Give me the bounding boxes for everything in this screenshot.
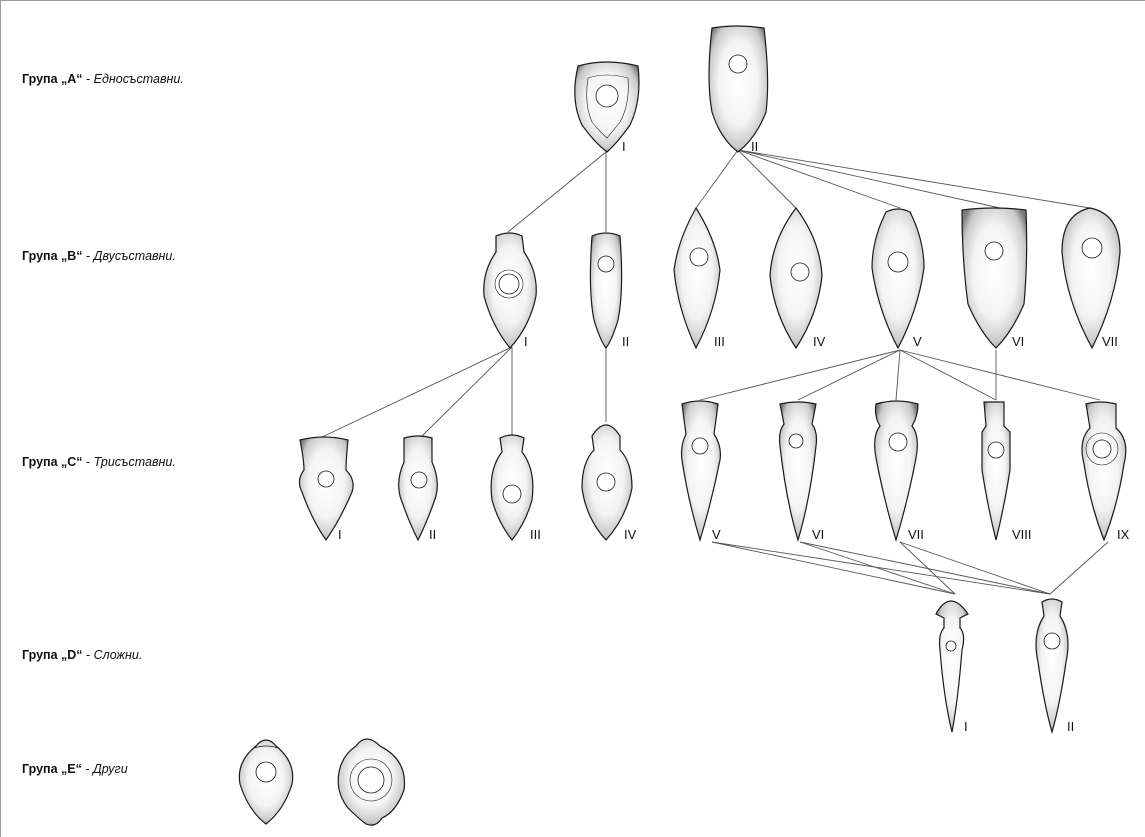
artifact-b-vi (962, 208, 1027, 348)
connector-line (896, 350, 900, 400)
type-label-c-vi: VI (812, 527, 824, 542)
artifact-c-viii (982, 402, 1010, 540)
artifact-c-iv (582, 425, 632, 540)
artifact-c-i (299, 437, 353, 540)
artifact-c-ii (399, 436, 438, 540)
connector-line (738, 150, 1090, 208)
artifact-c-iii (491, 435, 533, 540)
type-label-c-ii: II (429, 527, 436, 542)
type-label-a-i: I (622, 139, 626, 154)
connector-line (900, 542, 955, 594)
connector-line (700, 350, 900, 400)
connector-line (738, 150, 900, 208)
connector-line (800, 542, 1050, 594)
artifact-d-ii (1036, 599, 1068, 732)
type-label-a-ii: II (751, 139, 758, 154)
artifact-a-i (575, 62, 639, 152)
connector-line (900, 350, 1100, 400)
type-label-d-ii: II (1067, 719, 1074, 734)
type-label-c-iii: III (530, 527, 541, 542)
connector-line (798, 350, 900, 400)
connector-line (320, 347, 512, 438)
artifact-c-vii (875, 401, 918, 540)
artifact-b-v (872, 209, 924, 348)
artifact-a-ii (709, 26, 768, 152)
artifact-d-i (936, 601, 968, 732)
connector-line (712, 542, 955, 594)
artifact-e-1 (239, 740, 292, 824)
type-label-c-ix: IX (1117, 527, 1130, 542)
connector-line (900, 542, 1050, 594)
artifact-b-iv (770, 208, 822, 348)
type-label-d-i: I (964, 719, 968, 734)
type-label-b-i: I (524, 334, 528, 349)
connector-line (712, 542, 1050, 594)
connector-line (800, 542, 955, 594)
artifact-b-iii (674, 208, 720, 348)
connector-line (508, 152, 606, 232)
artifact-c-v (682, 401, 721, 540)
artifact-b-ii (590, 233, 621, 348)
type-label-b-ii: II (622, 334, 629, 349)
type-label-c-v: V (712, 527, 721, 542)
type-label-c-vii: VII (908, 527, 924, 542)
type-label-c-viii: VIII (1012, 527, 1032, 542)
connector-line (738, 150, 796, 208)
type-label-b-iv: IV (813, 334, 826, 349)
artifact-b-i (484, 233, 537, 348)
type-label-b-iii: III (714, 334, 725, 349)
connector-line (900, 350, 996, 400)
artifact-c-vi (780, 402, 817, 540)
type-label-b-v: V (913, 334, 922, 349)
type-label-b-vi: VI (1012, 334, 1024, 349)
type-label-c-iv: IV (624, 527, 637, 542)
connector-line (738, 150, 1000, 208)
artifact-c-ix (1082, 402, 1126, 540)
type-label-b-vii: VII (1102, 334, 1118, 349)
connector-line (1050, 542, 1108, 594)
type-label-c-i: I (338, 527, 342, 542)
connector-line (420, 347, 512, 438)
connector-line (696, 150, 738, 208)
artifact-b-vii (1062, 208, 1120, 348)
artifact-e-2 (338, 739, 404, 825)
